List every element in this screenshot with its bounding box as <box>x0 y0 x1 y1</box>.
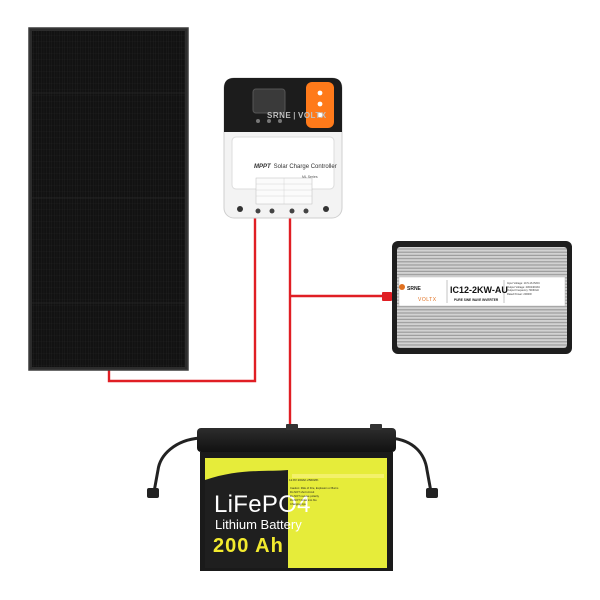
inverter-terminal <box>382 292 392 301</box>
inverter-icon <box>392 241 572 354</box>
battery-note: Do NOT reverse polarity <box>290 494 319 498</box>
inverter-brand-secondary: VOLTX <box>418 297 437 303</box>
controller-button-left <box>256 119 260 123</box>
battery-note: Do NOT short circuit <box>290 490 315 494</box>
battery-icon <box>147 424 438 571</box>
inverter-subtitle: PURE SINE WAVE INVERTER <box>454 298 499 302</box>
controller-button-right <box>278 119 282 123</box>
cables <box>107 216 385 428</box>
battery-chemistry: LiFePO4 <box>214 491 311 518</box>
battery-spec-line: 12.8V 200Ah 2560Wh <box>289 478 319 482</box>
inverter-spec-line: Output Frequency: 50/60Hz <box>507 289 539 293</box>
inverter-specs: Input Voltage: 10.5-16.0VDC Output Volta… <box>507 282 540 296</box>
controller-brand-secondary: VOLTX <box>297 111 327 120</box>
inverter-brand: SRNE <box>407 286 421 292</box>
inverter-model: IC12-2KW-AU <box>450 285 508 295</box>
battery-type: Lithium Battery <box>215 517 302 532</box>
solar-panel-icon <box>28 27 189 371</box>
battery-capacity: 200 Ah <box>213 535 284 557</box>
controller-brand: SRNE <box>267 111 292 120</box>
battery-notes: Caution: Risk of Fire, Explosion or Burn… <box>290 487 338 507</box>
battery-note: Do NOT throw into fire <box>290 498 317 502</box>
battery-note: Charging tips <box>290 502 306 506</box>
controller-display <box>252 88 286 114</box>
battery-note: Caution: Risk of Fire, Explosion or Burn… <box>290 487 339 490</box>
inverter-spec-line: Output Voltage: 230/240VAC <box>507 285 541 289</box>
panel-to-controller-cable <box>107 216 257 383</box>
controller-title-bold: MPPT <box>254 164 271 170</box>
inverter-spec-line: Input Voltage: 10.5-16.0VDC <box>507 282 541 285</box>
inverter-spec-line: Rated Power: 2000W <box>507 292 532 296</box>
charge-controller-icon <box>223 77 343 219</box>
controller-title-rest: Solar Charge Controller <box>273 164 337 170</box>
controller-model: ML Series <box>302 175 318 179</box>
controller-brand-label: SRNE|VOLTX <box>267 111 327 120</box>
